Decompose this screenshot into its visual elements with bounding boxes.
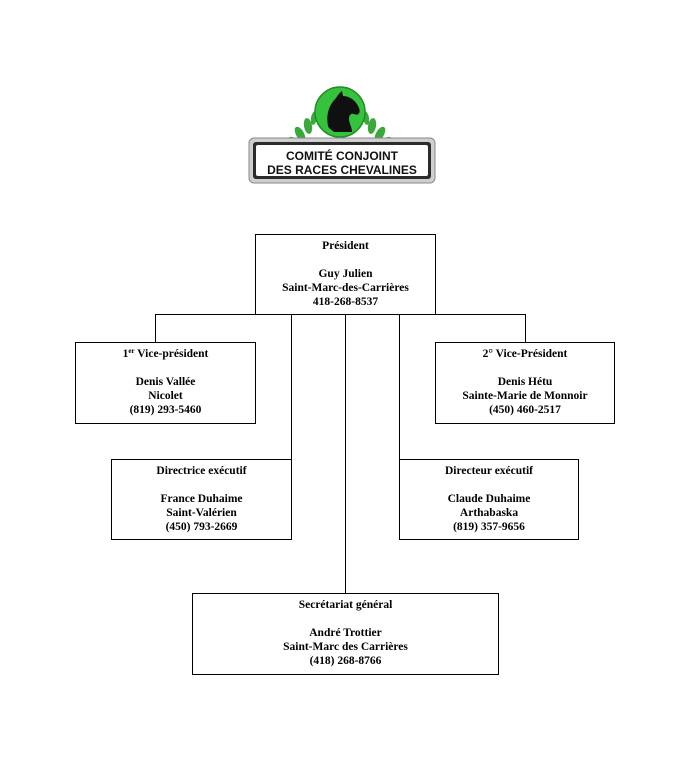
logo-line2: DES RACES CHEVALINES [267,163,417,177]
node-city: Nicolet [148,390,183,402]
node-role: Secrétariat général [298,599,393,611]
node-director-m: Directeur exécutif Claude Duhaime Arthab… [399,459,579,540]
node-role: 2° Vice-Président [482,348,568,360]
node-name: France Duhaime [160,493,243,505]
node-name: André Trottier [309,627,382,639]
node-city: Saint-Valérien [166,507,237,519]
node-phone: (819) 357-9656 [453,521,525,533]
node-role: Directrice exécutif [156,465,247,477]
node-phone: (418) 268-8766 [309,655,382,667]
node-president: Président Guy Julien Saint-Marc-des-Carr… [255,234,436,315]
node-name: Guy Julien [318,268,373,280]
node-phone: 418-268-8537 [312,296,379,308]
node-secretariat: Secrétariat général André Trottier Saint… [192,593,499,675]
node-city: Sainte-Marie de Monnoir [462,390,588,402]
logo-line1: COMITÉ CONJOINT [286,148,399,163]
node-name: Denis Hétu [497,376,553,388]
node-role: Directeur exécutif [444,465,534,477]
node-city: Arthabaska [459,507,519,519]
node-vp1: 1er Vice-président Denis Vallée Nicolet … [75,342,256,424]
node-phone: (450) 460-2517 [489,404,561,416]
node-role: Président [322,240,369,252]
node-city: Saint-Marc-des-Carrières [282,282,409,294]
node-director-f: Directrice exécutif France Duhaime Saint… [111,459,292,540]
node-name: Denis Vallée [135,376,196,388]
node-role: 1er Vice-président [122,347,209,361]
logo: COMITÉ CONJOINT DES RACES CHEVALINES [248,86,436,184]
node-city: Saint-Marc des Carrières [283,641,408,653]
horse-head-icon [327,91,360,132]
node-phone: (819) 293-5460 [129,404,202,416]
node-phone: (450) 793-2669 [165,521,238,533]
node-name: Claude Duhaime [447,493,531,505]
node-vp2: 2° Vice-Président Denis Hétu Sainte-Mari… [435,342,615,424]
